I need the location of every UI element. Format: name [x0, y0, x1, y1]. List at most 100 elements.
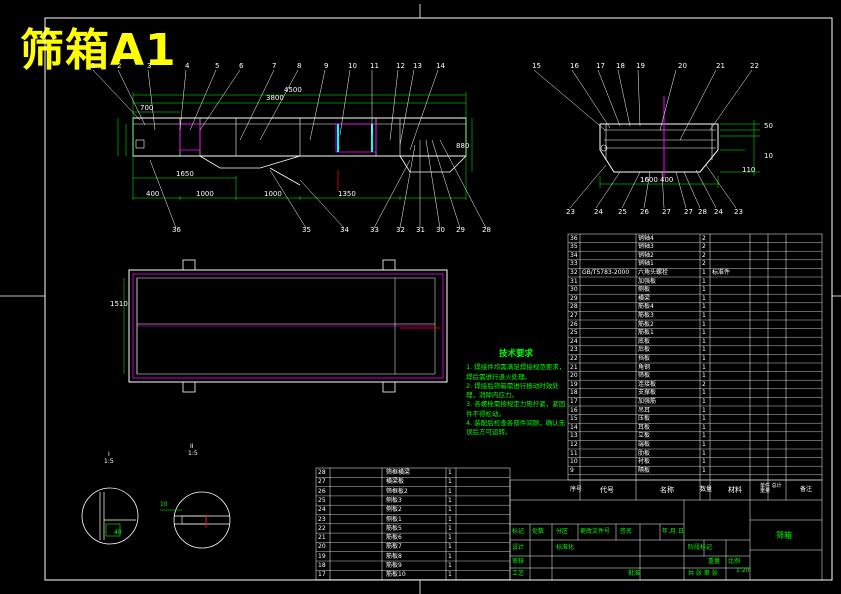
- part-number-label: 3: [147, 62, 151, 70]
- parts-right-name: 销轴4: [638, 234, 654, 242]
- part-number-label: 12: [396, 62, 405, 70]
- part-number-label: 5: [215, 62, 219, 70]
- parts-right-no: 12: [570, 440, 578, 448]
- parts-right-name: 筋板4: [638, 303, 654, 311]
- header-note: 备注: [800, 486, 813, 493]
- dimension-label: 110: [742, 166, 755, 174]
- part-number-label: 18: [616, 62, 625, 70]
- parts-left-qty: 1: [448, 543, 452, 551]
- parts-right-name: 加强板: [638, 277, 657, 285]
- tb-stage: 阶段标记: [688, 544, 713, 551]
- parts-right-qty: 1: [702, 329, 706, 337]
- part-number-label: 17: [596, 62, 605, 70]
- tb-scale-label: 比例: [728, 558, 741, 565]
- parts-right-qty: 1: [702, 423, 706, 431]
- parts-right-name: 底板: [638, 337, 651, 345]
- parts-right-qty: 2: [702, 251, 706, 259]
- part-number-label: 9: [324, 62, 328, 70]
- part-number-label: 19: [636, 62, 645, 70]
- parts-left-no: 23: [318, 515, 326, 523]
- header-qty: 数量: [700, 486, 713, 493]
- parts-right-qty: 1: [702, 466, 706, 474]
- parts-left-no: 22: [318, 524, 326, 532]
- dimension-label: 1510: [110, 300, 128, 308]
- part-number-label: 35: [302, 226, 311, 234]
- parts-left-name: 侧板1: [386, 515, 402, 523]
- parts-left-qty: 1: [448, 562, 452, 569]
- header-material: 材料: [728, 486, 742, 494]
- parts-right-name: 加强筋: [638, 397, 657, 405]
- technical-requirements-heading: 技术要求: [498, 349, 533, 359]
- parts-right-code: GB/T5783-2000: [582, 268, 630, 276]
- parts-right-no: 10: [570, 458, 578, 466]
- tb-label-process: 工艺: [512, 570, 525, 577]
- part-number-label: 36: [172, 226, 181, 234]
- parts-right-no: 18: [570, 389, 578, 397]
- parts-right-no: 22: [570, 354, 578, 362]
- parts-right-no: 11: [570, 449, 578, 457]
- parts-left-name: 筋板9: [386, 562, 402, 569]
- side-view: [533, 69, 760, 209]
- parts-left-qty: 1: [448, 524, 452, 532]
- parts-left-qty: 1: [448, 552, 452, 560]
- parts-right-qty: 1: [702, 440, 706, 448]
- parts-left-qty: 1: [448, 496, 452, 504]
- parts-right-qty: 1: [702, 458, 706, 466]
- parts-right-name: 销轴2: [638, 251, 654, 259]
- parts-right-qty: 2: [702, 234, 706, 242]
- parts-right-no: 31: [570, 277, 578, 285]
- tb-weight: 重量: [708, 558, 721, 565]
- tb-label-std: 标准化: [556, 544, 575, 551]
- part-number-label: 33: [370, 226, 379, 234]
- front-view: [92, 69, 487, 229]
- parts-right-no: 24: [570, 337, 578, 345]
- part-number-label: 11: [370, 62, 379, 70]
- parts-left-qty: 1: [448, 534, 452, 542]
- tb-sheet: 共 张 第 张: [688, 570, 718, 577]
- parts-right-qty: 2: [702, 380, 706, 388]
- parts-right-no: 34: [570, 251, 578, 259]
- parts-right-qty: 1: [702, 346, 706, 354]
- parts-right-qty: 1: [702, 389, 706, 397]
- parts-right-qty: 1: [702, 406, 706, 414]
- parts-right-no: 21: [570, 363, 578, 371]
- part-number-label: 23: [734, 208, 743, 216]
- part-number-label: 16: [570, 62, 579, 70]
- parts-right-no: 19: [570, 380, 578, 388]
- detail-left-scale: 1:5: [104, 458, 114, 465]
- parts-right-qty: 1: [702, 286, 706, 294]
- part-number-label: 14: [436, 62, 445, 70]
- part-number-label: 24: [594, 208, 603, 216]
- tb-scale-value: 1:20: [736, 567, 750, 574]
- part-number-label: 22: [750, 62, 759, 70]
- tb-label-approve: 批准: [628, 570, 641, 577]
- parts-right-no: 28: [570, 303, 578, 311]
- parts-right-name: 筋板3: [638, 311, 654, 319]
- parts-right-qty: 1: [702, 337, 706, 345]
- parts-right-qty: 1: [702, 397, 706, 405]
- parts-right-name: 端板: [638, 440, 651, 448]
- dimension-label: 1000: [264, 190, 282, 198]
- part-number-label: 20: [678, 62, 687, 70]
- parts-right-no: 23: [570, 346, 578, 354]
- parts-right-no: 30: [570, 286, 578, 294]
- detail-left-label: I: [108, 451, 110, 458]
- parts-left-name: 筋板8: [386, 552, 402, 560]
- parts-right-qty: 1: [702, 303, 706, 311]
- parts-right-qty: 1: [702, 415, 706, 423]
- detail-right-label: II: [190, 443, 194, 450]
- parts-right-no: 35: [570, 243, 578, 251]
- parts-right-qty: 1: [702, 363, 706, 371]
- part-number-label: 7: [272, 62, 276, 70]
- dimension-label: 3800: [266, 94, 284, 102]
- parts-left-no: 21: [318, 534, 326, 542]
- parts-left-name: 筋板10: [386, 571, 406, 579]
- part-number-label: 6: [239, 62, 244, 70]
- parts-right-no: 17: [570, 397, 578, 405]
- parts-left-name: 筋板5: [386, 524, 402, 532]
- header-no: 序号: [570, 486, 583, 493]
- tb-label-change: 更改文件号: [580, 528, 611, 535]
- parts-right-name: 后板: [638, 346, 651, 354]
